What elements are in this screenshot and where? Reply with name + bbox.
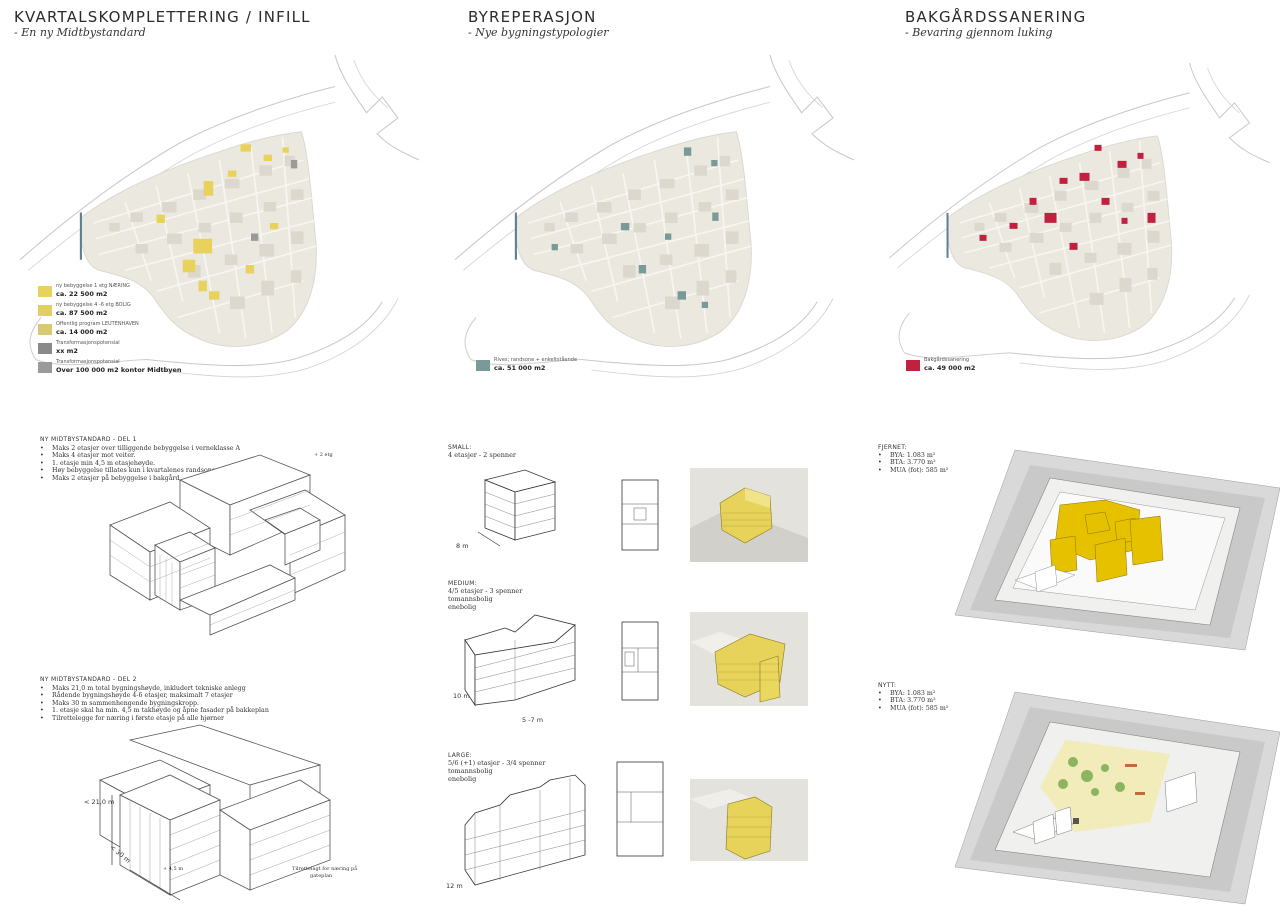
legend-label: ny bebyggelse 4 -6 etg BOLIG: [56, 302, 131, 308]
del1-item: Høy bebyggelse tillates kun i kvartalene…: [40, 467, 240, 474]
courtyard-after-item: MUA (fot): 585 m²: [878, 705, 948, 712]
legend-swatch-infill-naering: [38, 286, 52, 297]
legend-swatch-transform-office: [38, 362, 52, 373]
del2-note-2: gateplan: [310, 873, 333, 879]
typology-large-plan: [616, 761, 664, 857]
cleanup-subtitle: - Bevaring gjennom luking: [905, 26, 1053, 39]
typology-small-desc: 4 etasjer - 2 spenner: [448, 451, 517, 459]
repair-title: BYREPERASJON: [468, 8, 597, 26]
typology-small-plan: [621, 479, 659, 551]
del2-note-1: Tilrettelagt for næring på: [292, 866, 358, 872]
legend-label: Offentlig program LEUTENHAVEN: [56, 321, 139, 327]
del2-heading: NY MIDTBYSTANDARD - DEL 2: [40, 676, 137, 683]
legend-swatch-repair: [476, 360, 490, 371]
del1-heading: NY MIDTBYSTANDARD - DEL 1: [40, 436, 137, 443]
courtyard-before-item: BYA: 1.083 m²: [878, 452, 948, 459]
legend-label: Bakgårdssanering: [924, 357, 970, 363]
legend-value: xx m2: [56, 347, 78, 355]
del1-item: Maks 2 etasjer over tilliggende bebyggel…: [40, 445, 240, 452]
typology-small-axon: [477, 469, 557, 547]
repair-subtitle: - Nye bygningstypologier: [468, 26, 609, 39]
legend-label: Rives; randsone + enkeltstående: [494, 357, 578, 363]
legend-value: ca. 14 000 m2: [56, 328, 108, 336]
legend-value: ca. 51 000 m2: [494, 364, 546, 372]
typology-medium-dim-depth: 10 m: [453, 692, 470, 700]
del1-annotation: + 2 etg: [314, 452, 333, 458]
infill-title: KVARTALSKOMPLETTERING / INFILL: [14, 8, 311, 26]
del2-item: 1. etasje skal ha min. 4,5 m takhøyde og…: [40, 707, 269, 714]
del1-item: Maks 4 etasjer mot veiter.: [40, 452, 240, 459]
legend-value: ca. 87 500 m2: [56, 309, 108, 317]
legend-swatch-transform: [38, 343, 52, 354]
courtyard-before-list: BYA: 1.083 m² BTA: 3.770 m² MUA (fot): 5…: [878, 452, 948, 474]
del1-item: Maks 2 etasjer på bebyggelse i bakgård: [40, 475, 240, 482]
del2-block-drawing: [98, 724, 331, 901]
typology-medium-axon: [464, 614, 576, 707]
courtyard-before-item: MUA (fot): 585 m²: [878, 467, 948, 474]
typology-large-desc-2: tomannsbolig: [448, 767, 493, 775]
typology-large-name: LARGE:: [448, 752, 473, 759]
legend-label: Transformasjonspotensial: [56, 340, 120, 346]
del2-item: Maks 30 m sammenhengende bygningskropp.: [40, 700, 269, 707]
typology-medium-plan: [621, 621, 659, 701]
typology-small-name: SMALL:: [448, 444, 472, 451]
legend-value: Over 100 000 m2 kontor Midtbyen: [56, 366, 182, 374]
legend-value: ca. 49 000 m2: [924, 364, 976, 372]
cleanup-map: [888, 61, 1271, 371]
courtyard-before-item: BTA: 3.770 m²: [878, 459, 948, 466]
legend-label: ny bebyggelse 1 etg NÆRING: [56, 283, 130, 289]
courtyard-after-item: BYA: 1.083 m²: [878, 690, 948, 697]
del2-list: Maks 21,0 m total bygningshøyde, inklude…: [40, 685, 269, 722]
repair-map: [453, 53, 856, 378]
typology-medium-desc-1: 4/5 etasjer - 3 spenner: [448, 587, 523, 595]
typology-medium-desc-2: tomannsbolig: [448, 595, 493, 603]
typology-small-render: [690, 468, 808, 562]
del2-ground-dim: + 4,5 m: [163, 866, 184, 872]
courtyard-before-drawing: [954, 449, 1280, 651]
typology-small-dim: 8 m: [456, 542, 469, 550]
typology-large-dim: 12 m: [446, 882, 463, 890]
legend-value: ca. 22 500 m2: [56, 290, 108, 298]
del2-item: Maks 21,0 m total bygningshøyde, inklude…: [40, 685, 269, 692]
del2-height-dim: < 21,0 m: [84, 798, 115, 806]
del1-list: Maks 2 etasjer over tilliggende bebyggel…: [40, 445, 240, 482]
infill-map: [18, 53, 421, 378]
typology-large-axon: [464, 774, 586, 886]
typology-large-desc-1: 5/6 (+1) etasjer - 3/4 spenner: [448, 759, 546, 767]
courtyard-after-item: BTA: 3.770 m²: [878, 697, 948, 704]
typology-medium-name: MEDIUM:: [448, 580, 478, 587]
typology-large-desc-3: enebolig: [448, 775, 477, 783]
courtyard-after-drawing: [954, 691, 1280, 905]
del2-item: Tilrettelegge for næring i første etasje…: [40, 715, 269, 722]
typology-medium-dim-width: 5 -7 m: [522, 716, 544, 724]
del2-item: Rådende bygningshøyde 4-6 etasjer, maksi…: [40, 692, 269, 699]
del1-item: 1. etasje min 4,5 m etasjehøyde.: [40, 460, 240, 467]
courtyard-after-heading: NYTT:: [878, 682, 897, 689]
legend-swatch-infill-bolig: [38, 305, 52, 316]
courtyard-after-list: BYA: 1.083 m² BTA: 3.770 m² MUA (fot): 5…: [878, 690, 948, 712]
del1-block-drawing: [109, 454, 346, 636]
legend-label: Transformasjonspotensial: [56, 359, 120, 365]
legend-swatch-cleanup: [906, 360, 920, 371]
legend-swatch-public: [38, 324, 52, 335]
infill-subtitle: - En ny Midtbystandard: [14, 26, 146, 39]
typology-large-render: [690, 779, 808, 861]
typology-medium-render: [690, 612, 808, 706]
typology-medium-desc-3: enebolig: [448, 603, 477, 611]
courtyard-before-heading: FJERNET:: [878, 444, 907, 451]
cleanup-title: BAKGÅRDSSANERING: [905, 8, 1087, 26]
